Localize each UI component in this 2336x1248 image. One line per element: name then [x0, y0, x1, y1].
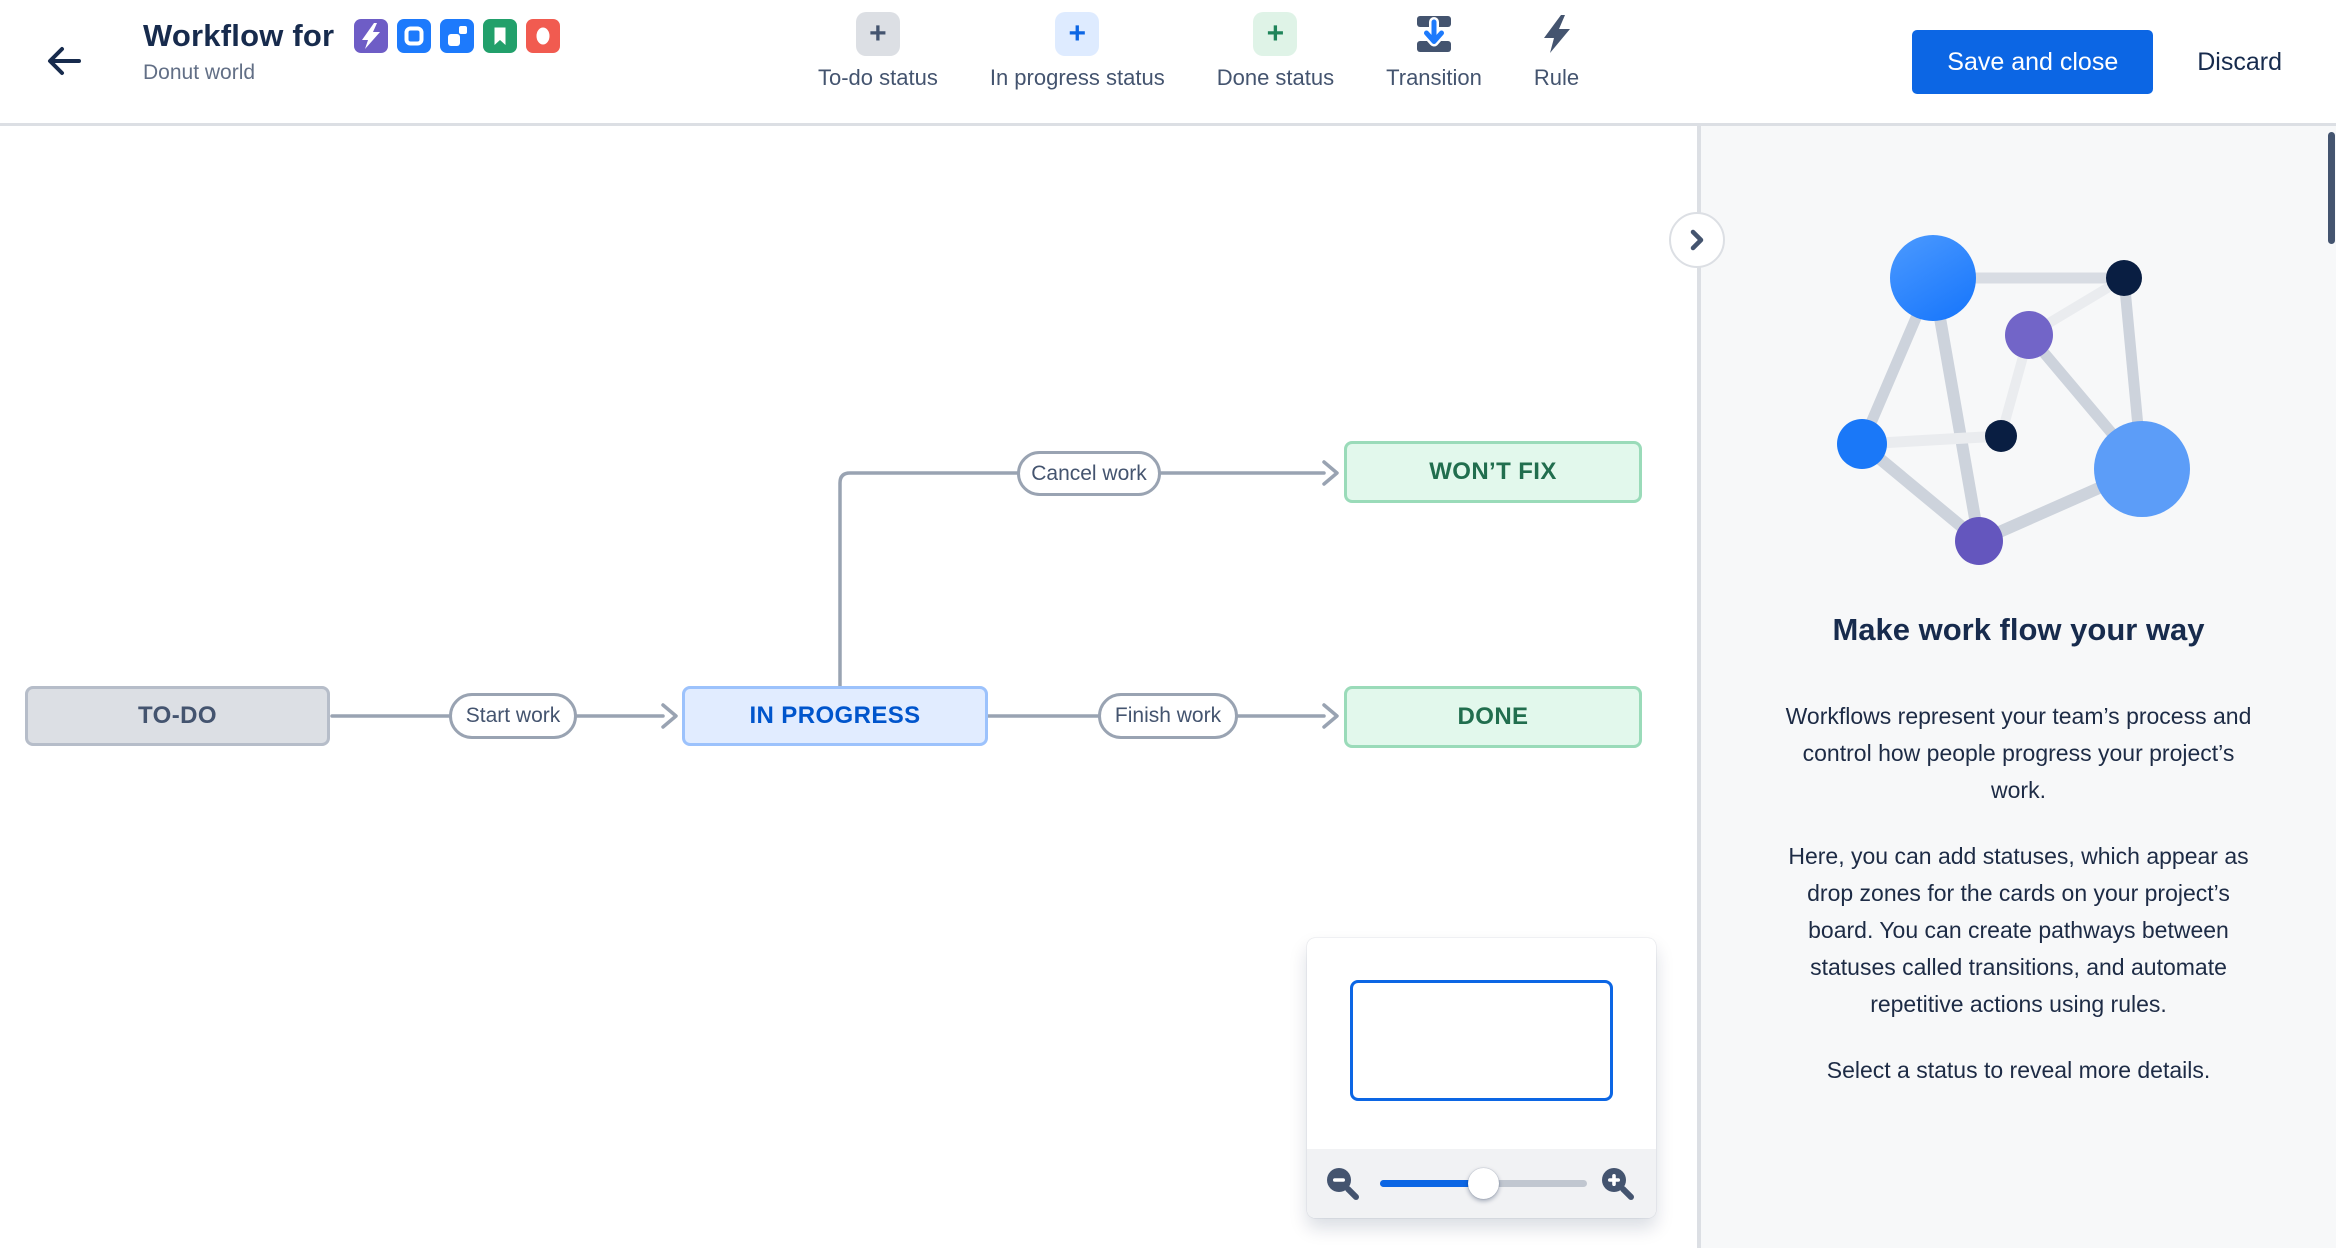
magnifier-plus-icon: [1602, 1168, 1634, 1200]
transition-elbow-line: [838, 471, 1019, 688]
page-title: Workflow for: [143, 18, 335, 53]
add-inprogress-status-icon: +: [1055, 12, 1100, 56]
transition-start-work[interactable]: Start work: [449, 693, 577, 739]
chevron-right-icon: [1690, 229, 1704, 251]
node-bright-blue: [1837, 419, 1887, 469]
back-button[interactable]: [40, 38, 88, 86]
bug-issue-icon: [526, 19, 561, 53]
status-node-todo[interactable]: TO-DO: [25, 686, 330, 746]
transition-cancel-work[interactable]: Cancel work: [1017, 451, 1161, 496]
project-name: Donut world: [143, 61, 256, 84]
header-actions: Save and close Discard: [1912, 30, 2282, 94]
editor-toolbar: + To-do status + In progress status + Do…: [818, 12, 1579, 91]
subtask-issue-icon: [440, 19, 475, 53]
arrowhead-icon: [661, 703, 678, 729]
status-node-done[interactable]: DONE: [1344, 686, 1642, 748]
add-transition-button[interactable]: Transition: [1386, 12, 1482, 91]
zoom-slider-fill: [1380, 1180, 1483, 1187]
add-inprogress-status-button[interactable]: + In progress status: [990, 12, 1165, 91]
panel-heading: Make work flow your way: [1832, 612, 2205, 647]
rule-bolt-icon: [1535, 12, 1579, 56]
info-panel: Make work flow your way Workflows repres…: [1697, 126, 2336, 1248]
transition-finish-work[interactable]: Finish work: [1098, 693, 1238, 739]
status-node-wont-fix[interactable]: WON’T FIX: [1344, 441, 1642, 503]
bolt-issue-icon: [354, 19, 389, 53]
arrowhead-icon: [1322, 703, 1339, 729]
collapse-panel-button[interactable]: [1669, 212, 1725, 268]
vertical-scrollbar-thumb[interactable]: [2328, 132, 2335, 244]
node-purple: [2005, 311, 2053, 359]
issue-type-icons: [354, 19, 561, 53]
node-dark-small: [1985, 420, 2017, 452]
add-todo-status-icon: +: [855, 12, 900, 56]
discard-button[interactable]: Discard: [2197, 47, 2282, 76]
workflow-edges: [330, 460, 1339, 729]
panel-paragraph: Select a status to reveal more details.: [1826, 1057, 2211, 1083]
arrowhead-icon: [1322, 460, 1339, 486]
node-purple-dark: [1955, 517, 2003, 565]
zoom-slider-thumb[interactable]: [1468, 1168, 1499, 1199]
status-node-in-progress[interactable]: IN PROGRESS: [682, 686, 988, 746]
transition-icon: [1412, 12, 1456, 56]
workflow-network-illustration: [1837, 235, 2190, 565]
minimap-viewport-rect[interactable]: [1350, 980, 1613, 1101]
minimap: [1307, 938, 1656, 1218]
header: Workflow for: [0, 0, 2336, 126]
node-light-blue-big: [2094, 421, 2190, 517]
zoom-slider[interactable]: [1380, 1168, 1587, 1199]
node-big-blue: [1890, 235, 1976, 321]
back-arrow-icon: [48, 46, 81, 75]
panel-description: Workflows represent your team’s process …: [1784, 698, 2254, 1089]
add-done-status-icon: +: [1253, 12, 1298, 56]
title-block: Workflow for: [143, 18, 561, 85]
task-issue-icon: [397, 19, 432, 53]
add-rule-button[interactable]: Rule: [1534, 12, 1579, 91]
panel-paragraph: Here, you can add statuses, which appear…: [1788, 843, 2249, 1017]
node-dark-small: [2106, 260, 2142, 296]
workflow-canvas[interactable]: TO-DO IN PROGRESS WON’T FIX DONE Start w…: [0, 126, 1697, 1248]
panel-paragraph: Workflows represent your team’s process …: [1785, 703, 2252, 803]
zoom-out-button[interactable]: [1324, 1165, 1362, 1203]
zoom-in-button[interactable]: [1599, 1165, 1637, 1203]
story-issue-icon: [483, 19, 518, 53]
add-todo-status-button[interactable]: + To-do status: [818, 12, 938, 91]
minimap-controls: [1307, 1149, 1656, 1218]
magnifier-minus-icon: [1327, 1168, 1359, 1200]
save-and-close-button[interactable]: Save and close: [1912, 30, 2154, 94]
add-done-status-button[interactable]: + Done status: [1217, 12, 1334, 91]
